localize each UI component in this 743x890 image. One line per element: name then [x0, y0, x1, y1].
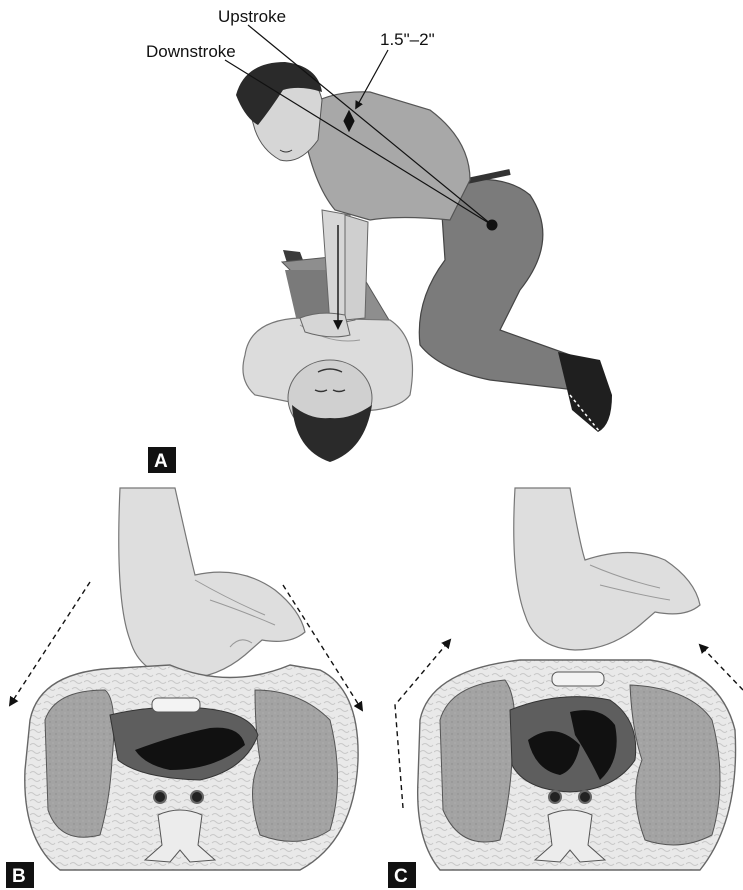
- downstroke-label: Downstroke: [146, 42, 236, 61]
- rescuer-shirt: [300, 92, 470, 220]
- rescuer-shoe: [558, 352, 612, 432]
- panel-b-thorax-section: [25, 665, 358, 870]
- panel-b-letter: B: [12, 866, 26, 887]
- panel-c-thorax-section: [418, 660, 736, 870]
- panel-c-illustration: C: [388, 488, 743, 888]
- panel-b-left-lung: [45, 690, 114, 837]
- panel-b-aorta: [154, 791, 166, 803]
- panel-c-esophagus: [579, 791, 591, 803]
- panel-c-sternum: [552, 672, 604, 686]
- upstroke-label: Upstroke: [218, 7, 286, 26]
- panel-c-aorta: [549, 791, 561, 803]
- panel-b-hand: [119, 488, 305, 678]
- panel-c-hand: [514, 488, 700, 650]
- patient-head: [288, 360, 372, 462]
- panel-b-sternum: [152, 698, 200, 712]
- panel-c-letter: C: [394, 866, 408, 887]
- depth-label: 1.5"–2": [380, 30, 435, 49]
- panel-c-left-lung: [440, 680, 515, 842]
- panel-b-illustration: B: [6, 488, 362, 888]
- panel-a-illustration: Upstroke Downstroke 1.5"–2" A: [146, 7, 612, 473]
- panel-a-letter: A: [154, 451, 168, 472]
- panel-b-esophagus: [191, 791, 203, 803]
